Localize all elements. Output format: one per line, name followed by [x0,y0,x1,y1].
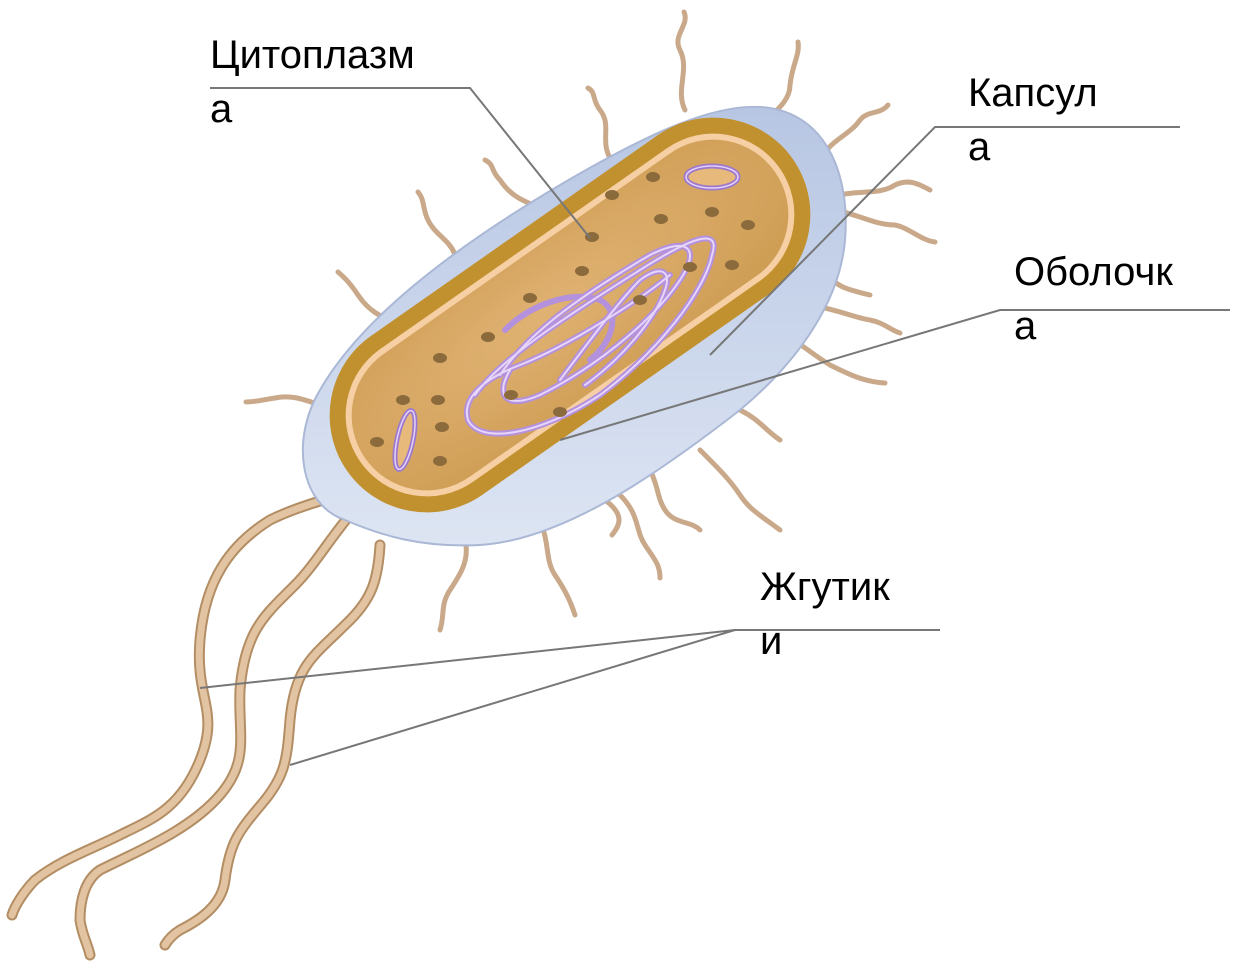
ribosome [646,172,660,182]
cytoplasm-label-line1: Цитоплазм [210,28,415,82]
flagellum [12,490,360,915]
pilus [588,88,610,158]
pilus [835,210,935,242]
pilus [246,397,320,405]
pilus [700,450,780,530]
cell-wall-label-line1: Оболочк [1014,245,1173,299]
pilus [620,495,660,578]
pilus [605,500,619,535]
pilus [678,12,685,110]
pilus [740,410,780,440]
ribosome [396,395,410,405]
ribosome [654,214,668,224]
ribosome [523,293,537,303]
pilus [440,540,466,630]
ribosome [370,437,384,447]
ribosome [553,407,567,417]
cell-wall-label-line2: а [1014,299,1173,353]
ribosome [431,395,445,405]
ribosome [725,260,739,270]
flagella-label-line1: Жгутик [760,560,890,614]
ribosome [504,390,518,400]
capsule-label-line1: Капсул [968,66,1098,120]
pilus [840,182,930,195]
ribosome [435,422,449,432]
ribosome [433,456,447,466]
ribosome [633,295,647,305]
ribosome [683,262,697,272]
ribosome [481,332,495,342]
ribosome [575,266,589,276]
capsule-label-line2: а [968,120,1098,174]
cytoplasm-label-line2: а [210,82,415,136]
cytoplasm-label: Цитоплазм а [210,28,415,136]
capsule-label: Капсул а [968,66,1098,174]
ribosome [705,207,719,217]
cell-wall-label: Оболочк а [1014,245,1173,353]
flagella-group [12,472,380,955]
flagella-leader-line-2 [290,630,735,765]
ribosome [605,190,619,200]
ribosome [741,220,755,230]
ribosome [433,353,447,363]
flagella-label-line2: и [760,614,890,668]
pilus [540,520,575,615]
flagella-label: Жгутик и [760,560,890,668]
